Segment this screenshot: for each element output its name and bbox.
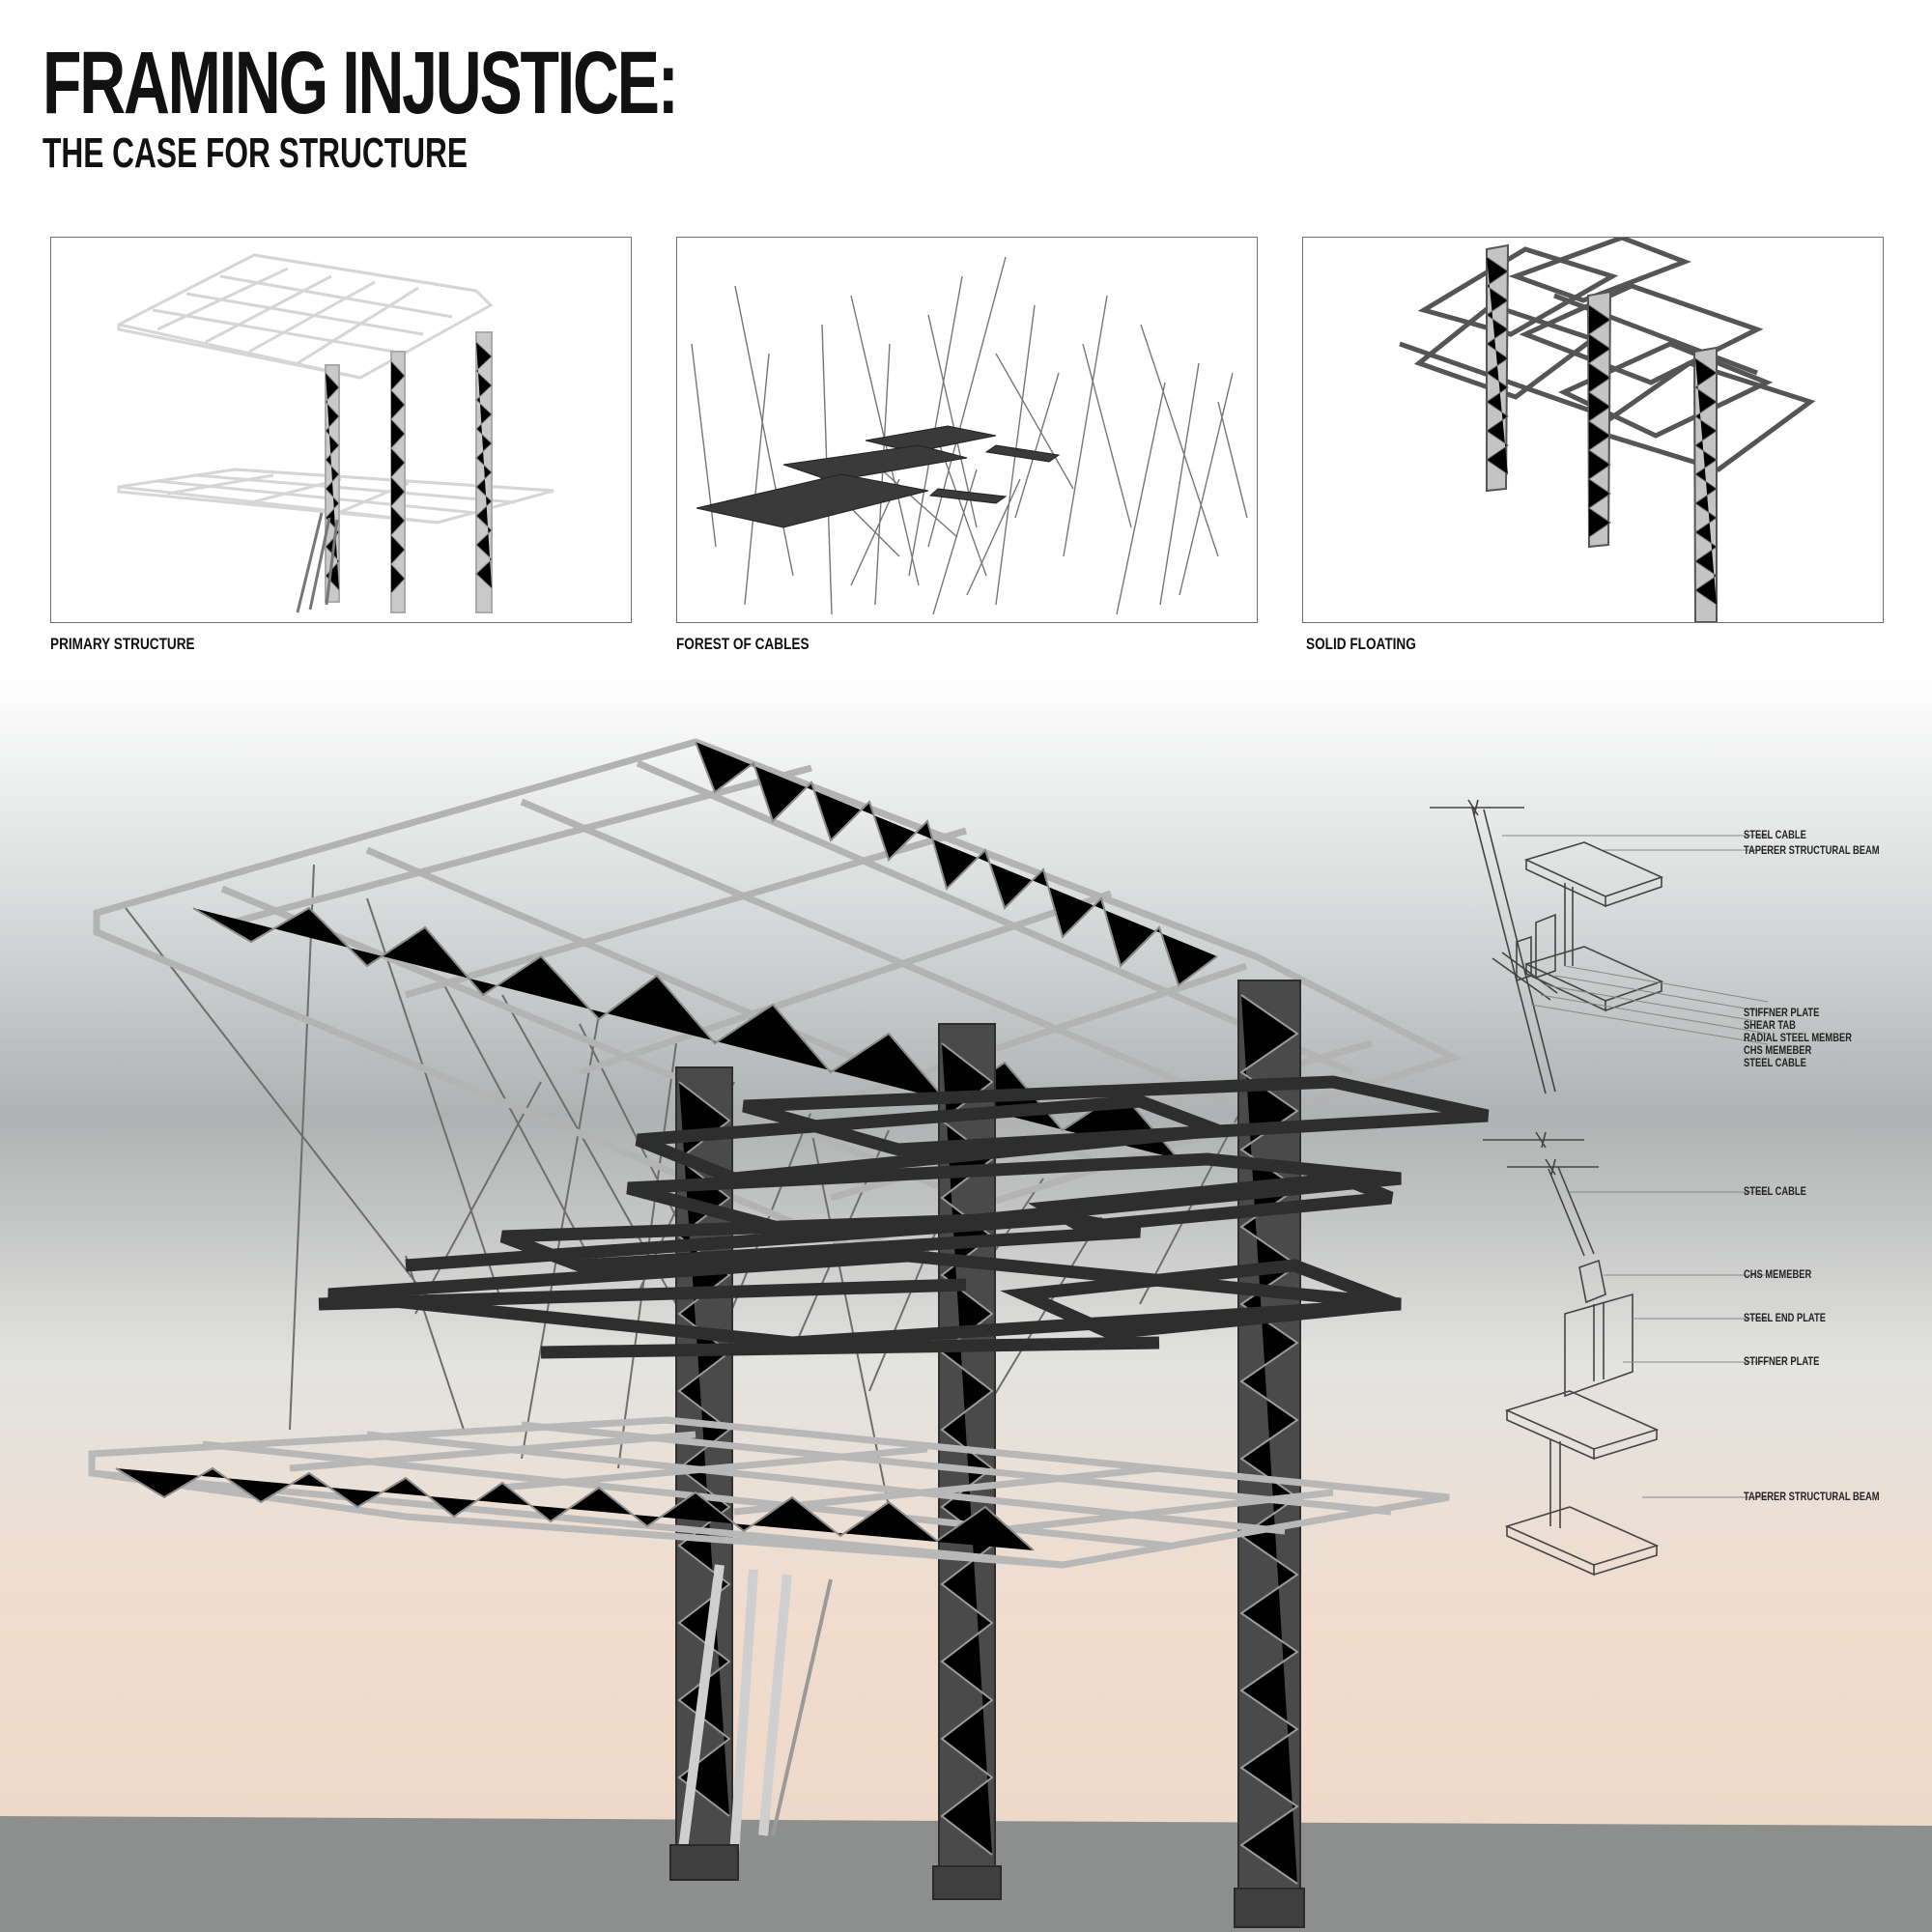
- caption-primary-structure: PRIMARY STRUCTURE: [50, 635, 195, 653]
- label-steel-cable-bottom: STEEL CABLE: [1744, 1056, 1806, 1069]
- hero-axonometric-structure: [0, 676, 1932, 1932]
- forest-of-cables-drawing: [691, 256, 1248, 615]
- label-taperer-beam-top: TAPERER STRUCTURAL BEAM: [1744, 843, 1880, 857]
- page-title: FRAMING INJUSTICE:: [43, 34, 679, 132]
- label-taperer-beam-detail-2: TAPERER STRUCTURAL BEAM: [1744, 1490, 1880, 1503]
- primary-structure-drawing: [117, 253, 554, 613]
- page-subtitle: THE CASE FOR STRUCTURE: [43, 129, 469, 177]
- label-stiffner-plate-detail-2: STIFFNER PLATE: [1744, 1354, 1820, 1368]
- detail-2-leader-lines: [1570, 1191, 1768, 1498]
- label-chs-member-top: CHS MEMEBER: [1744, 1043, 1812, 1057]
- label-radial-steel-member: RADIAL STEEL MEMBER: [1744, 1031, 1852, 1044]
- detail-1-leader-lines: [1502, 835, 1769, 1045]
- caption-forest-of-cables: FOREST OF CABLES: [676, 635, 810, 653]
- label-chs-member-detail-2: CHS MEMEBER: [1744, 1267, 1812, 1281]
- label-steel-end-plate: STEEL END PLATE: [1744, 1311, 1826, 1324]
- lower-deck-truss: [88, 1416, 1450, 1569]
- floating-steel-frames: [318, 1075, 1490, 1359]
- inclined-struts: [676, 1564, 792, 1865]
- tower-bases: [669, 1844, 1305, 1928]
- panel-solid-floating: [1302, 237, 1884, 623]
- label-stiffner-plate-top: STIFFNER PLATE: [1744, 1006, 1820, 1019]
- label-shear-tab: SHEAR TAB: [1744, 1018, 1796, 1032]
- label-steel-cable-detail-2: STEEL CABLE: [1744, 1184, 1806, 1198]
- panel-forest-of-cables: [676, 237, 1258, 623]
- detail-cable-end-plate: [1504, 1158, 1660, 1577]
- label-steel-cable-top: STEEL CABLE: [1744, 828, 1806, 841]
- lower-deck-bracing: [115, 1466, 1035, 1551]
- caption-solid-floating: SOLID FLOATING: [1306, 635, 1416, 653]
- solid-floating-drawing: [1399, 238, 1816, 622]
- panel-primary-structure: [50, 237, 632, 623]
